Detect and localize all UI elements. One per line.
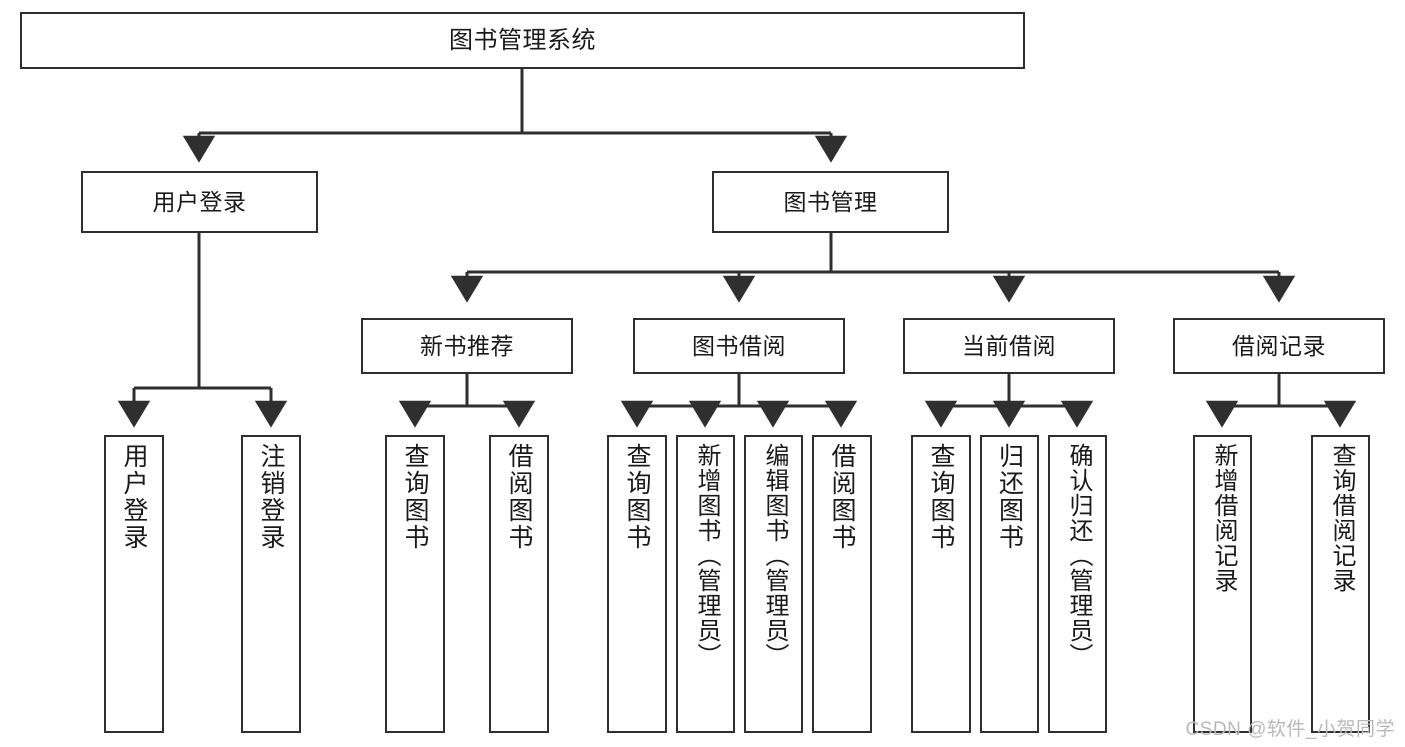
node-label: 借阅图书 [505, 443, 533, 551]
leaf-query-book-recommend[interactable]: 查询图书 [385, 435, 445, 733]
node-label: 确认归还（管理员） [1064, 443, 1092, 668]
node-label: 新增借阅记录 [1209, 443, 1237, 593]
node-label: 查询图书 [927, 443, 955, 551]
leaf-query-borrow-record[interactable]: 查询借阅记录 [1311, 435, 1370, 733]
leaf-add-book[interactable]: 新增图书（管理员） [676, 435, 735, 733]
node-label: 当前借阅 [962, 332, 1056, 359]
node-label: 注销登录 [257, 443, 285, 551]
node-user-login[interactable]: 用户登录 [81, 171, 318, 233]
node-root-system[interactable]: 图书管理系统 [20, 12, 1025, 69]
node-label: 编辑图书（管理员） [760, 443, 788, 668]
node-label: 借阅记录 [1232, 332, 1326, 359]
node-label: 图书管理 [783, 188, 878, 215]
leaf-return-book[interactable]: 归还图书 [980, 435, 1039, 733]
node-label: 查询图书 [623, 443, 651, 551]
leaf-logout-login[interactable]: 注销登录 [241, 435, 301, 733]
node-label: 归还图书 [995, 443, 1024, 551]
node-label: 图书借阅 [692, 332, 786, 359]
node-label: 查询图书 [401, 443, 429, 551]
node-label: 借阅图书 [828, 443, 856, 551]
leaf-user-login[interactable]: 用户登录 [104, 435, 164, 733]
node-current-borrow[interactable]: 当前借阅 [903, 318, 1115, 374]
node-label: 查询借阅记录 [1327, 443, 1355, 593]
node-book-borrow[interactable]: 图书借阅 [633, 318, 845, 374]
leaf-confirm-return[interactable]: 确认归还（管理员） [1048, 435, 1107, 733]
leaf-query-book-borrow[interactable]: 查询图书 [607, 435, 667, 733]
node-new-book-recommend[interactable]: 新书推荐 [361, 318, 573, 374]
leaf-borrow-book[interactable]: 借阅图书 [812, 435, 872, 733]
node-book-manage[interactable]: 图书管理 [712, 171, 949, 233]
node-borrow-record[interactable]: 借阅记录 [1173, 318, 1385, 374]
leaf-add-borrow-record[interactable]: 新增借阅记录 [1193, 435, 1252, 733]
leaf-edit-book[interactable]: 编辑图书（管理员） [744, 435, 803, 733]
node-label: 图书管理系统 [449, 26, 596, 54]
leaf-query-book-current[interactable]: 查询图书 [911, 435, 971, 733]
node-label: 新增图书（管理员） [692, 443, 720, 668]
node-label: 新书推荐 [420, 332, 514, 359]
node-label: 用户登录 [120, 443, 148, 551]
leaf-borrow-book-recommend[interactable]: 借阅图书 [489, 435, 549, 733]
node-label: 用户登录 [152, 188, 247, 215]
csdn-watermark: CSDN @软件_小贺同学 [1185, 719, 1395, 740]
